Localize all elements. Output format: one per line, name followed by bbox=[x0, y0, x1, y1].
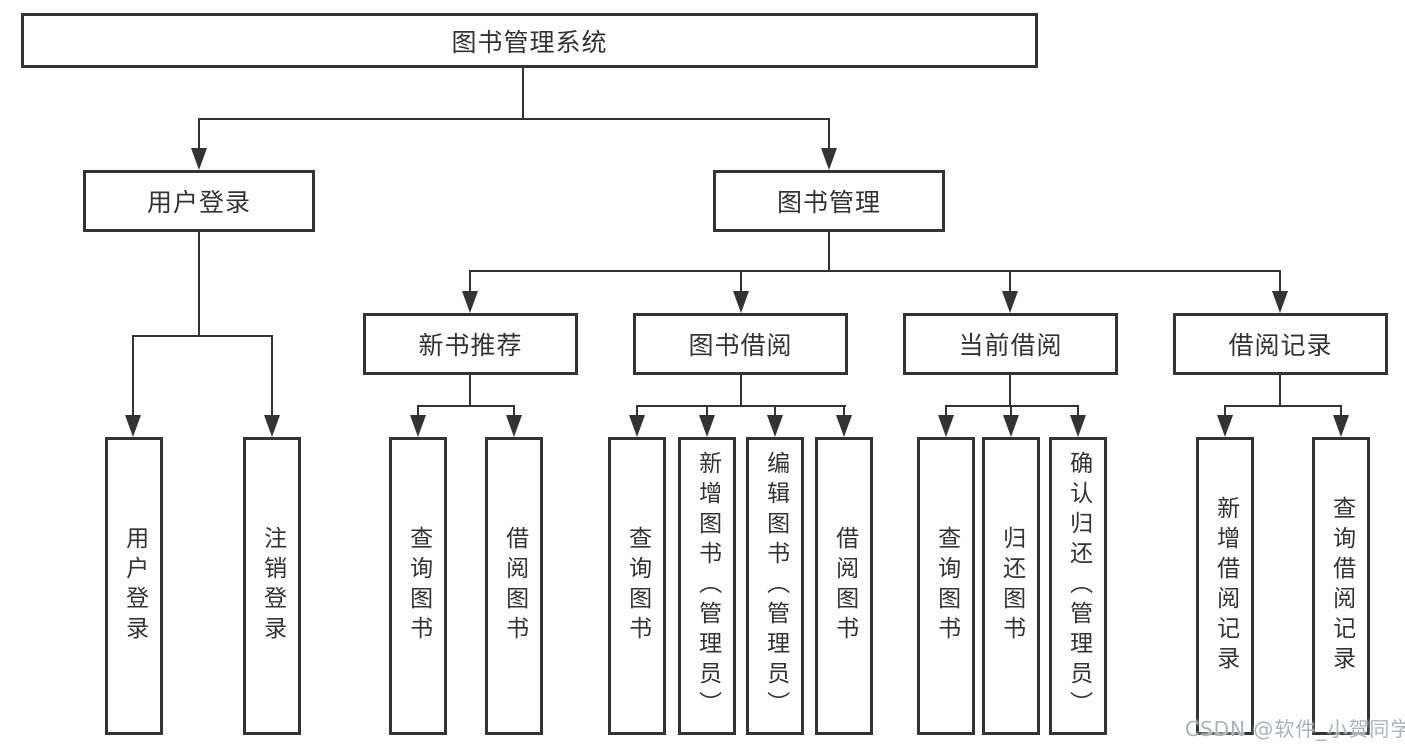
arrowhead-icon bbox=[1070, 415, 1086, 437]
connector-line bbox=[132, 335, 134, 419]
arrowhead-icon bbox=[1333, 415, 1349, 437]
leaf-user-login: 用户登录 bbox=[105, 437, 163, 735]
arrowhead-icon bbox=[410, 415, 426, 437]
arrowhead-icon bbox=[733, 291, 749, 313]
leaf-query-books-current-label: 查询图书 bbox=[933, 526, 960, 646]
arrowhead-icon bbox=[506, 415, 522, 437]
connector-line bbox=[843, 405, 845, 419]
leaf-add-borrow-record: 新增借阅记录 bbox=[1196, 437, 1254, 735]
node-book-borrow-label: 图书借阅 bbox=[688, 331, 793, 360]
connector-line bbox=[636, 405, 846, 407]
connector-line bbox=[1224, 405, 1342, 407]
connector-line bbox=[513, 405, 515, 419]
leaf-edit-books-admin: 编辑图书（管理员） bbox=[746, 437, 804, 735]
arrowhead-icon bbox=[821, 148, 837, 170]
leaf-logout-label: 注销登录 bbox=[259, 526, 286, 646]
connector-line bbox=[636, 405, 638, 419]
connector-line bbox=[1009, 375, 1011, 405]
leaf-borrow-books: 借阅图书 bbox=[815, 437, 873, 735]
leaf-borrow-books-recommend: 借阅图书 bbox=[485, 437, 543, 735]
leaf-user-login-label: 用户登录 bbox=[121, 526, 148, 646]
connector-line bbox=[828, 118, 830, 152]
node-current-borrow-label: 当前借阅 bbox=[958, 331, 1063, 360]
leaf-query-books-recommend-label: 查询图书 bbox=[405, 526, 432, 646]
connector-line bbox=[1009, 270, 1011, 295]
node-user-login-label: 用户登录 bbox=[146, 188, 251, 217]
leaf-confirm-return-admin-label: 确认归还（管理员） bbox=[1065, 451, 1092, 721]
connector-line bbox=[1340, 405, 1342, 419]
leaf-return-books: 归还图书 bbox=[982, 437, 1040, 735]
connector-line bbox=[469, 375, 471, 405]
arrowhead-icon bbox=[1002, 291, 1018, 313]
connector-line bbox=[417, 405, 515, 407]
leaf-query-books-current: 查询图书 bbox=[917, 437, 975, 735]
connector-line bbox=[132, 335, 273, 337]
node-book-management-label: 图书管理 bbox=[776, 188, 881, 217]
leaf-add-books-admin: 新增图书（管理员） bbox=[678, 437, 736, 735]
node-borrow-records-label: 借阅记录 bbox=[1228, 331, 1333, 360]
connector-line bbox=[522, 68, 524, 118]
node-new-book-recommend: 新书推荐 bbox=[363, 313, 578, 375]
leaf-query-books-borrow-label: 查询图书 bbox=[624, 526, 651, 646]
arrowhead-icon bbox=[699, 415, 715, 437]
arrowhead-icon bbox=[938, 415, 954, 437]
node-book-borrow: 图书借阅 bbox=[633, 313, 848, 375]
csdn-watermark: CSDN @软件_小贺同学 bbox=[1185, 717, 1405, 741]
connector-line bbox=[469, 270, 471, 295]
connector-line bbox=[1279, 375, 1281, 405]
node-root-label: 图书管理系统 bbox=[451, 27, 608, 57]
node-current-borrow: 当前借阅 bbox=[903, 313, 1118, 375]
arrowhead-icon bbox=[836, 415, 852, 437]
connector-line bbox=[417, 405, 419, 419]
arrowhead-icon bbox=[264, 415, 280, 437]
connector-line bbox=[1010, 405, 1012, 419]
arrowhead-icon bbox=[767, 415, 783, 437]
leaf-logout: 注销登录 bbox=[243, 437, 301, 735]
node-book-management: 图书管理 bbox=[713, 170, 945, 232]
arrowhead-icon bbox=[191, 148, 207, 170]
node-borrow-records: 借阅记录 bbox=[1173, 313, 1388, 375]
connector-line bbox=[706, 405, 708, 419]
connector-line bbox=[945, 405, 1079, 407]
arrowhead-icon bbox=[125, 415, 141, 437]
leaf-edit-books-admin-label: 编辑图书（管理员） bbox=[762, 451, 789, 721]
arrowhead-icon bbox=[1272, 291, 1288, 313]
connector-line bbox=[198, 118, 830, 120]
connector-line bbox=[740, 375, 742, 405]
arrowhead-icon bbox=[1217, 415, 1233, 437]
arrowhead-icon bbox=[1003, 415, 1019, 437]
node-root: 图书管理系统 bbox=[21, 13, 1038, 68]
leaf-query-books-recommend: 查询图书 bbox=[389, 437, 447, 735]
connector-line bbox=[198, 232, 200, 335]
connector-line bbox=[271, 335, 273, 419]
leaf-query-borrow-record: 查询借阅记录 bbox=[1312, 437, 1370, 735]
connector-line bbox=[945, 405, 947, 419]
connector-line bbox=[774, 405, 776, 419]
leaf-query-borrow-record-label: 查询借阅记录 bbox=[1328, 496, 1355, 676]
connector-line bbox=[740, 270, 742, 295]
arrowhead-icon bbox=[629, 415, 645, 437]
leaf-add-books-admin-label: 新增图书（管理员） bbox=[694, 451, 721, 721]
arrowhead-icon bbox=[462, 291, 478, 313]
leaf-confirm-return-admin: 确认归还（管理员） bbox=[1049, 437, 1107, 735]
connector-line bbox=[198, 118, 200, 152]
node-new-book-recommend-label: 新书推荐 bbox=[418, 331, 523, 360]
leaf-add-borrow-record-label: 新增借阅记录 bbox=[1212, 496, 1239, 676]
connector-line bbox=[1279, 270, 1281, 295]
node-user-login: 用户登录 bbox=[83, 170, 315, 232]
leaf-query-books-borrow: 查询图书 bbox=[608, 437, 666, 735]
leaf-return-books-label: 归还图书 bbox=[998, 526, 1025, 646]
connector-line bbox=[1077, 405, 1079, 419]
leaf-borrow-books-recommend-label: 借阅图书 bbox=[501, 526, 528, 646]
connector-line bbox=[828, 232, 830, 270]
connector-line bbox=[1224, 405, 1226, 419]
connector-line bbox=[469, 270, 1281, 272]
leaf-borrow-books-label: 借阅图书 bbox=[831, 526, 858, 646]
